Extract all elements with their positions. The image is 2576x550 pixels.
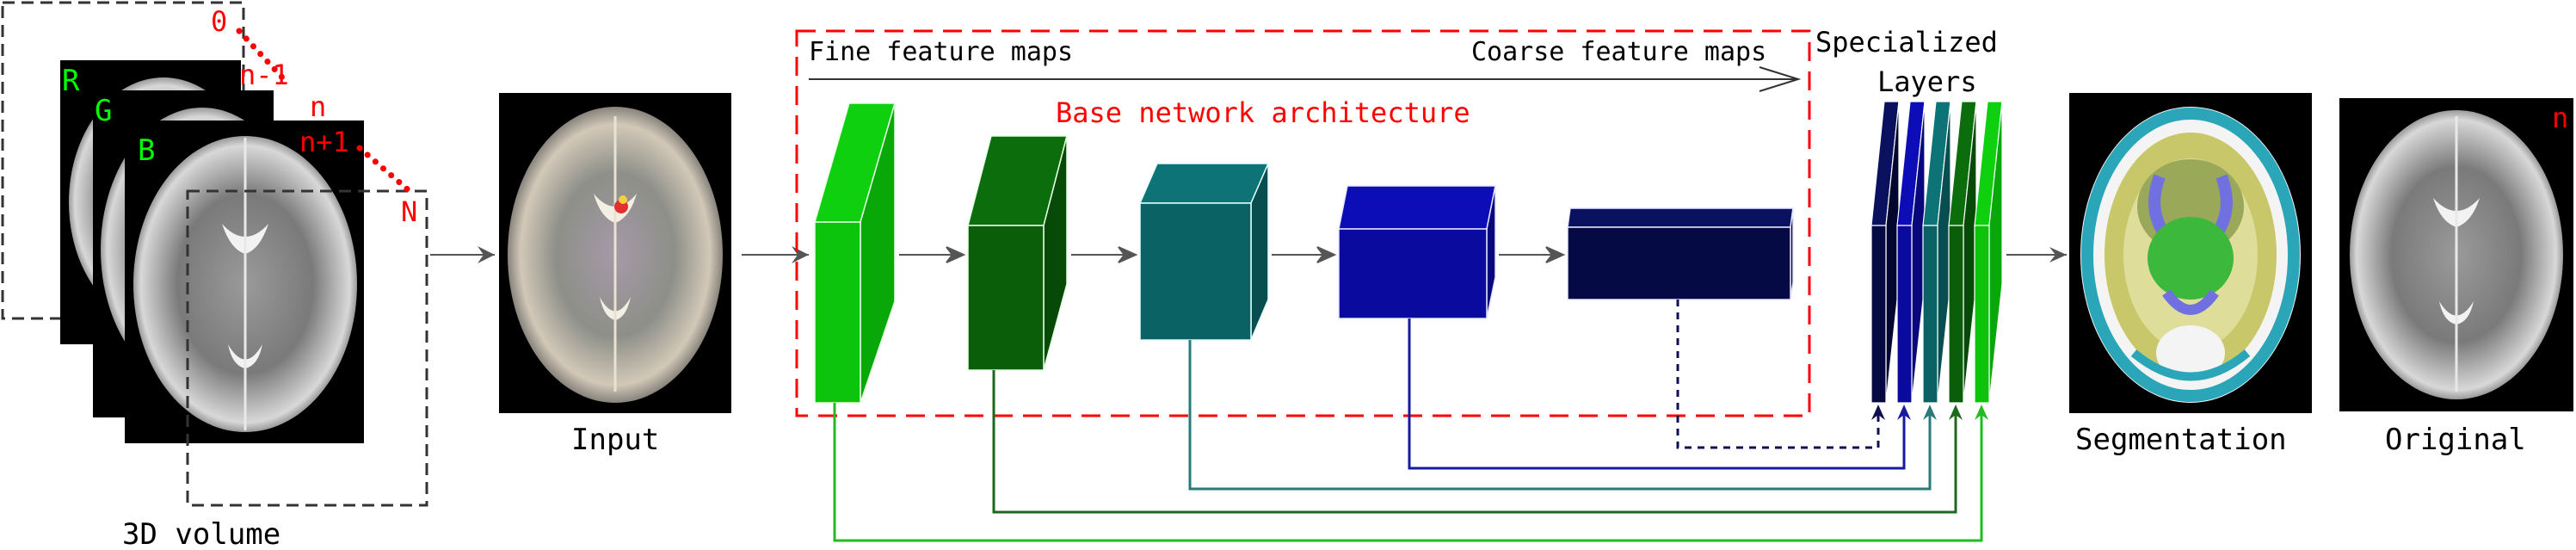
fine-to-coarse-arrow <box>809 66 1802 92</box>
specialized-title-line2: Layers <box>1877 65 1977 98</box>
slice-label-0: 0 <box>211 5 227 38</box>
arrow-input-to-network <box>742 246 809 263</box>
base-network-title: Base network architecture <box>1056 96 1470 129</box>
feature-block-3 <box>1138 163 1270 341</box>
volume-caption: 3D volume <box>122 517 280 550</box>
original-image <box>2339 98 2573 411</box>
volume-stack: R G B 0 n-1 n n+1 N 3D volume <box>1 1 428 550</box>
feature-block-4 <box>1338 185 1496 319</box>
feature-block-1 <box>814 102 896 404</box>
slice-label-n-1: n-1 <box>239 59 289 91</box>
skip-arrowheads <box>1871 405 1988 420</box>
specialized-layer-1 <box>1870 101 1900 404</box>
input-image <box>499 93 731 413</box>
slice-label-n: n <box>310 90 326 123</box>
specialized-layer-4 <box>1948 101 1977 404</box>
input-caption: Input <box>571 423 659 457</box>
original-caption: Original <box>2385 423 2526 457</box>
specialized-layer-2 <box>1896 101 1926 404</box>
base-network-frame <box>795 29 1811 417</box>
arrow-to-segmentation <box>2006 247 2067 263</box>
fine-feature-maps-label: Fine feature maps <box>809 37 1073 67</box>
specialized-title-line1: Specialized <box>1815 26 1998 59</box>
segmentation-image <box>2069 93 2312 413</box>
block-arrows <box>899 246 1566 263</box>
slice-b <box>125 121 364 443</box>
red-dots-upper <box>236 28 286 81</box>
skip-link-block1 <box>833 403 1983 542</box>
red-dots-lower <box>356 145 413 195</box>
skip-link-block4 <box>1408 318 1906 470</box>
channel-label-b: B <box>138 133 155 168</box>
specialized-layer-5 <box>1974 101 2003 404</box>
original-slice-label: n <box>2552 102 2568 134</box>
specialized-layer-3 <box>1922 101 1951 404</box>
arrow-volume-to-input <box>430 246 495 263</box>
slice-label-n-plus-1: n+1 <box>299 126 349 158</box>
specialized-layers <box>1870 101 2003 404</box>
feature-block-2 <box>967 135 1068 371</box>
slice-label-N: N <box>401 195 417 228</box>
segmentation-caption: Segmentation <box>2075 423 2287 457</box>
slice-n-frame <box>186 189 428 507</box>
skip-link-block3 <box>1188 340 1932 491</box>
skip-link-block2 <box>992 370 1957 514</box>
channel-label-g: G <box>95 94 112 128</box>
coarse-feature-maps-label: Coarse feature maps <box>1471 37 1766 67</box>
feature-block-5 <box>1567 207 1794 300</box>
skip-link-block5 <box>1676 300 1880 449</box>
channel-label-r: R <box>62 64 80 98</box>
skip-connections <box>833 300 1983 542</box>
